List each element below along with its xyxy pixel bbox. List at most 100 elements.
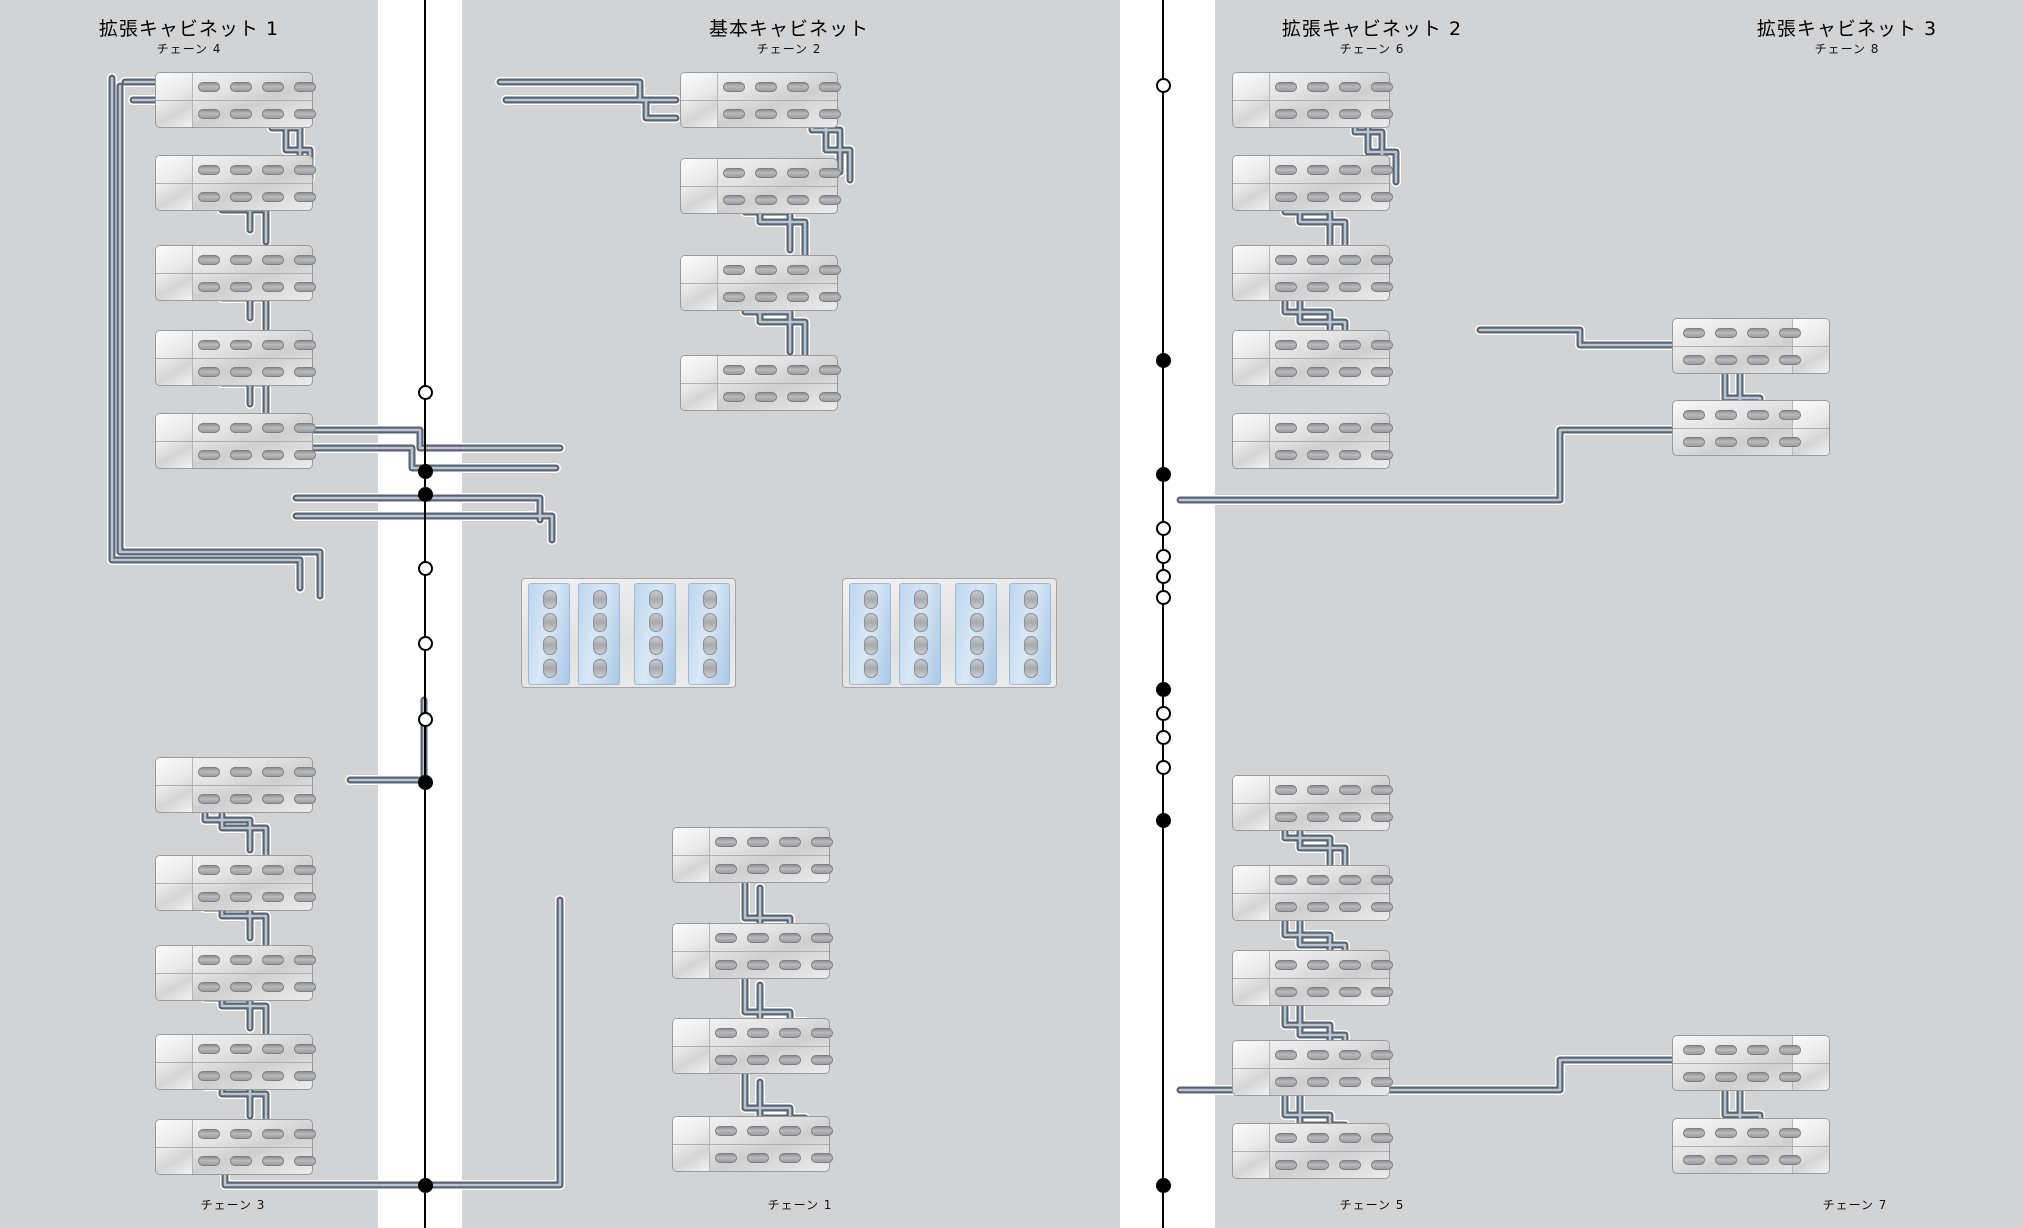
shelf-sas-port[interactable] <box>198 766 220 777</box>
shelf-sas-port[interactable] <box>747 1152 769 1163</box>
shelf-sas-port[interactable] <box>1715 1071 1737 1082</box>
shelf-sas-port[interactable] <box>1371 366 1393 377</box>
shelf-sas-port[interactable] <box>1275 1076 1297 1087</box>
shelf-sas-port[interactable] <box>294 1128 316 1139</box>
shelf-sas-port[interactable] <box>787 81 809 92</box>
shelf-sas-port[interactable] <box>787 194 809 205</box>
shelf-sas-port[interactable] <box>1307 901 1329 912</box>
shelf-sas-port[interactable] <box>294 766 316 777</box>
shelf-sas-port[interactable] <box>819 108 841 119</box>
shelf-sas-port[interactable] <box>1339 874 1361 885</box>
shelf-sas-port[interactable] <box>1371 959 1393 970</box>
shelf-sas-port[interactable] <box>811 1152 833 1163</box>
shelf-sas-port[interactable] <box>230 954 252 965</box>
shelf-sas-port[interactable] <box>262 81 284 92</box>
shelf-sas-port[interactable] <box>262 108 284 119</box>
shelf-sas-port[interactable] <box>1779 354 1801 365</box>
shelf-sas-port[interactable] <box>230 864 252 875</box>
shelf-sas-port[interactable] <box>811 959 833 970</box>
storage-controller[interactable] <box>521 578 736 688</box>
shelf-sas-port[interactable] <box>1779 1154 1801 1165</box>
hba-card[interactable] <box>578 583 620 685</box>
hba-sas-port[interactable] <box>593 590 607 609</box>
shelf-sas-port[interactable] <box>1683 327 1705 338</box>
shelf-sas-port[interactable] <box>1779 1127 1801 1138</box>
shelf-sas-port[interactable] <box>262 449 284 460</box>
shelf-sas-port[interactable] <box>1371 811 1393 822</box>
shelf-sas-port[interactable] <box>294 281 316 292</box>
shelf-sas-port[interactable] <box>1339 449 1361 460</box>
shelf-sas-port[interactable] <box>723 194 745 205</box>
shelf-sas-port[interactable] <box>1339 281 1361 292</box>
shelf-sas-port[interactable] <box>198 366 220 377</box>
disk-shelf[interactable] <box>1232 413 1393 469</box>
shelf-sas-port[interactable] <box>1307 811 1329 822</box>
shelf-sas-port[interactable] <box>1339 81 1361 92</box>
shelf-sas-port[interactable] <box>1275 422 1297 433</box>
shelf-sas-port[interactable] <box>787 167 809 178</box>
shelf-sas-port[interactable] <box>1275 81 1297 92</box>
shelf-sas-port[interactable] <box>1275 164 1297 175</box>
shelf-sas-port[interactable] <box>1307 986 1329 997</box>
shelf-sas-port[interactable] <box>1307 874 1329 885</box>
hba-sas-port[interactable] <box>914 636 928 655</box>
shelf-sas-port[interactable] <box>1747 327 1769 338</box>
shelf-sas-port[interactable] <box>198 793 220 804</box>
disk-shelf[interactable] <box>1232 72 1393 128</box>
disk-shelf[interactable] <box>155 855 316 911</box>
shelf-sas-port[interactable] <box>1371 281 1393 292</box>
shelf-sas-port[interactable] <box>755 391 777 402</box>
shelf-sas-port[interactable] <box>1275 366 1297 377</box>
hba-sas-port[interactable] <box>864 659 878 678</box>
shelf-sas-port[interactable] <box>723 264 745 275</box>
shelf-sas-port[interactable] <box>779 1027 801 1038</box>
disk-shelf[interactable] <box>672 827 833 883</box>
shelf-sas-port[interactable] <box>787 364 809 375</box>
shelf-sas-port[interactable] <box>1339 1132 1361 1143</box>
shelf-sas-port[interactable] <box>723 391 745 402</box>
shelf-sas-port[interactable] <box>262 981 284 992</box>
shelf-sas-port[interactable] <box>1307 164 1329 175</box>
shelf-sas-port[interactable] <box>1747 354 1769 365</box>
shelf-sas-port[interactable] <box>1307 191 1329 202</box>
shelf-sas-port[interactable] <box>779 836 801 847</box>
shelf-sas-port[interactable] <box>1307 1132 1329 1143</box>
shelf-sas-port[interactable] <box>819 291 841 302</box>
hba-card[interactable] <box>688 583 730 685</box>
shelf-sas-port[interactable] <box>294 254 316 265</box>
shelf-sas-port[interactable] <box>1779 1071 1801 1082</box>
shelf-sas-port[interactable] <box>198 954 220 965</box>
shelf-sas-port[interactable] <box>715 1054 737 1065</box>
shelf-sas-port[interactable] <box>723 167 745 178</box>
shelf-sas-port[interactable] <box>1371 422 1393 433</box>
hba-sas-port[interactable] <box>703 659 717 678</box>
shelf-sas-port[interactable] <box>198 1070 220 1081</box>
shelf-sas-port[interactable] <box>1275 254 1297 265</box>
shelf-sas-port[interactable] <box>294 793 316 804</box>
shelf-sas-port[interactable] <box>198 864 220 875</box>
hba-sas-port[interactable] <box>543 659 557 678</box>
disk-shelf[interactable] <box>155 413 316 469</box>
shelf-sas-port[interactable] <box>755 291 777 302</box>
shelf-sas-port[interactable] <box>1779 327 1801 338</box>
shelf-sas-port[interactable] <box>1715 1154 1737 1165</box>
shelf-sas-port[interactable] <box>230 981 252 992</box>
shelf-sas-port[interactable] <box>811 1125 833 1136</box>
shelf-sas-port[interactable] <box>262 954 284 965</box>
shelf-sas-port[interactable] <box>294 108 316 119</box>
shelf-sas-port[interactable] <box>294 81 316 92</box>
shelf-sas-port[interactable] <box>779 932 801 943</box>
disk-shelf[interactable] <box>1232 330 1393 386</box>
disk-shelf[interactable] <box>155 330 316 386</box>
shelf-sas-port[interactable] <box>230 81 252 92</box>
shelf-sas-port[interactable] <box>811 863 833 874</box>
shelf-sas-port[interactable] <box>198 191 220 202</box>
shelf-sas-port[interactable] <box>198 1128 220 1139</box>
disk-shelf[interactable] <box>155 1034 316 1090</box>
shelf-sas-port[interactable] <box>1371 449 1393 460</box>
shelf-sas-port[interactable] <box>1275 339 1297 350</box>
shelf-sas-port[interactable] <box>1339 108 1361 119</box>
shelf-sas-port[interactable] <box>1307 422 1329 433</box>
disk-shelf[interactable] <box>155 72 316 128</box>
shelf-sas-port[interactable] <box>715 1027 737 1038</box>
